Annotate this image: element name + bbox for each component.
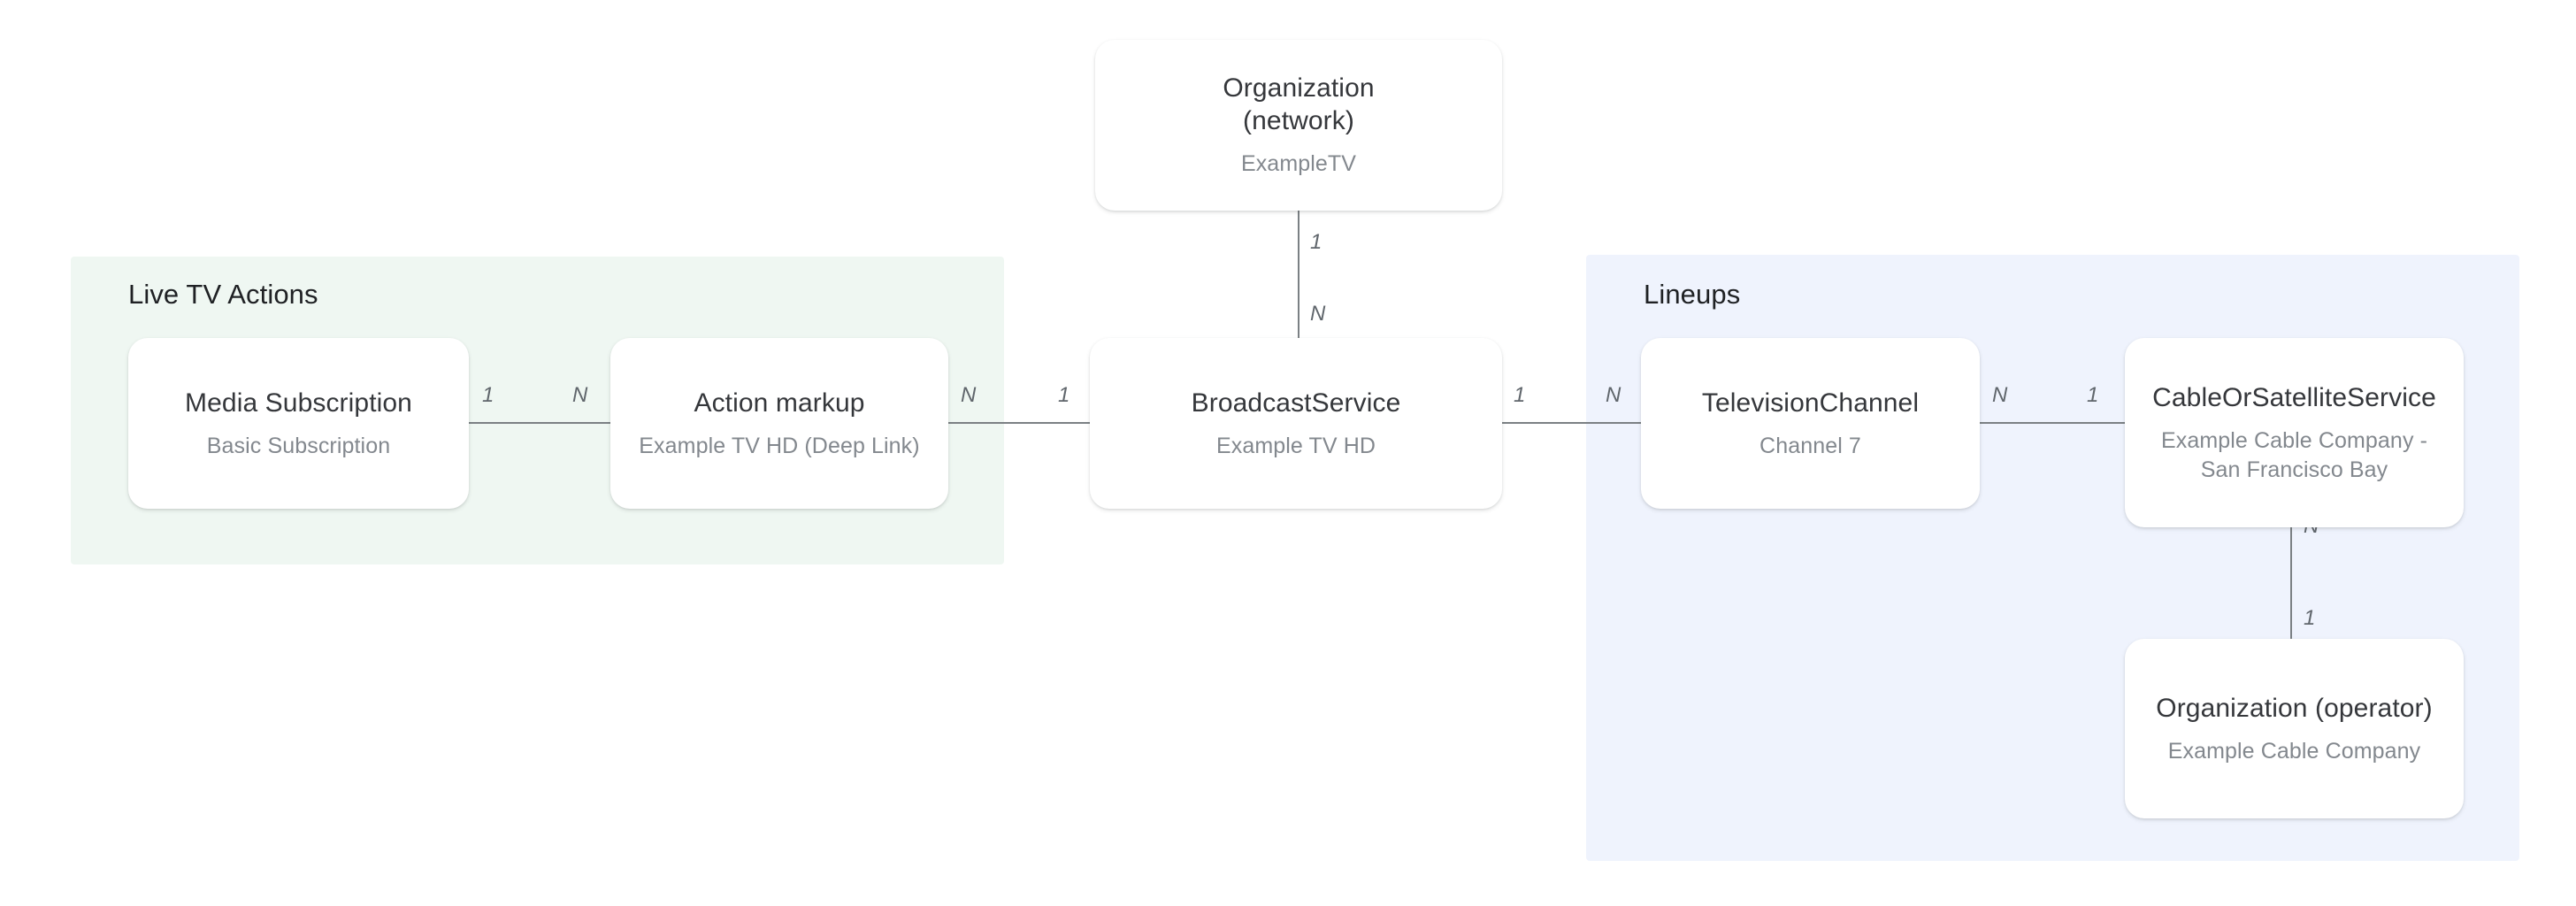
edge-line-broadcast-service-to-television-channel [1502,422,1643,424]
node-card-action-markup[interactable]: Action markup Example TV HD (Deep Link) [610,338,948,509]
node-card-cable-or-satellite-service[interactable]: CableOrSatelliteService Example Cable Co… [2125,338,2464,527]
node-title-organization-operator: Organization (operator) [2156,693,2433,723]
node-subtitle-broadcast-service: Example TV HD [1215,433,1376,458]
node-subtitle-media-subscription: Basic Subscription [206,433,391,458]
edge-label-media-subscription-source: 1 [482,383,494,407]
node-title-television-channel: TelevisionChannel [1701,388,1920,418]
edge-line-television-channel-to-cable-or-satellite-service [1980,422,2125,424]
edge-label-organization-network-source: 1 [1310,230,1322,254]
group-title-live-tv-actions: Live TV Actions [128,279,318,310]
edge-line-cable-or-satellite-service-to-organization-operator [2290,527,2292,639]
edge-label-broadcast-service-target-left: 1 [1058,383,1070,407]
node-title-action-markup: Action markup [694,388,865,418]
node-subtitle-action-markup: Example TV HD (Deep Link) [639,433,920,458]
edge-label-broadcast-service-target-top: N [1310,302,1326,326]
edge-label-television-channel-source-right: N [1992,383,2008,407]
node-subtitle-organization-network: ExampleTV [1240,151,1357,176]
edge-label-broadcast-service-source-right: 1 [1514,383,1526,407]
edge-label-organization-operator-target-top: 1 [2304,606,2316,630]
node-title-organization-network: Organization (network) [1223,73,1375,135]
edge-label-action-markup-target-left: N [572,383,588,407]
edge-label-television-channel-target-left: N [1606,383,1622,407]
edge-label-cable-or-satellite-service-target-left: 1 [2087,383,2099,407]
group-title-lineups: Lineups [1644,279,1741,310]
node-subtitle-television-channel: Channel 7 [1760,433,1861,458]
edge-line-media-subscription-to-action-markup [469,422,610,424]
node-subtitle-organization-operator: Example Cable Company [2167,738,2421,764]
edge-label-action-markup-source-right: N [961,383,977,407]
node-title-broadcast-service: BroadcastService [1191,388,1401,418]
node-card-organization-operator[interactable]: Organization (operator) Example Cable Co… [2125,639,2464,818]
edge-line-action-markup-to-broadcast-service [948,422,1090,424]
edge-line-organization-network-to-broadcast-service [1298,211,1300,338]
node-card-organization-network[interactable]: Organization (network) ExampleTV [1095,40,1502,211]
node-card-media-subscription[interactable]: Media Subscription Basic Subscription [128,338,469,509]
node-title-media-subscription: Media Subscription [185,388,412,418]
node-title-cable-or-satellite-service: CableOrSatelliteService [2152,382,2436,412]
node-subtitle-cable-or-satellite-service: Example Cable Company - San Francisco Ba… [2160,427,2428,482]
node-card-television-channel[interactable]: TelevisionChannel Channel 7 [1641,338,1980,509]
node-card-broadcast-service[interactable]: BroadcastService Example TV HD [1090,338,1502,509]
